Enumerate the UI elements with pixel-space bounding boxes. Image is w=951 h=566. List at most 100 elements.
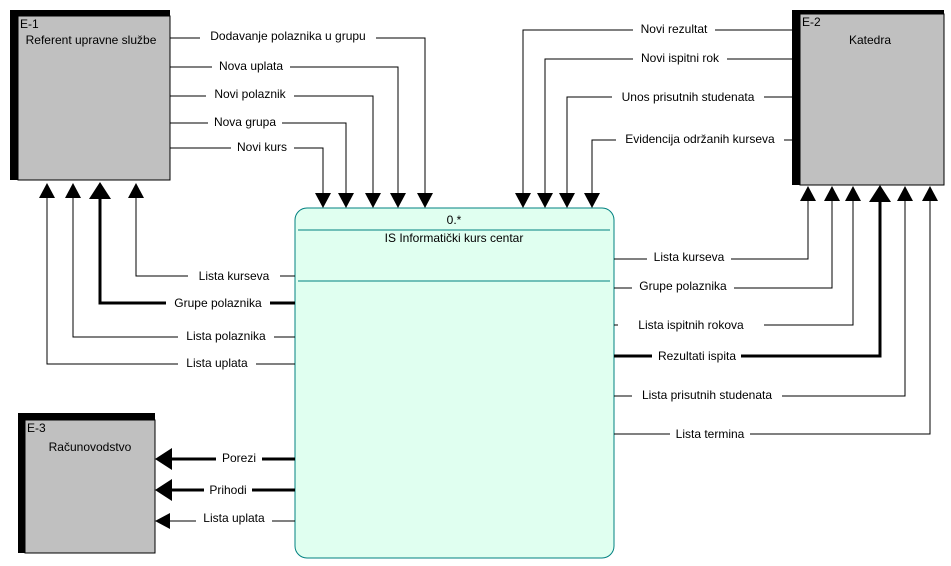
- flow-e2-out-3[interactable]: Rezultati ispita: [614, 185, 891, 363]
- flow-arrowhead: [128, 183, 144, 198]
- flow-arrowhead: [824, 186, 840, 201]
- flow-arrowhead: [800, 186, 816, 201]
- flow-e1-out-0[interactable]: Lista kurseva: [128, 183, 295, 283]
- flow-arrowhead: [65, 183, 81, 198]
- entity-e3-name: Računovodstvo: [49, 440, 132, 454]
- entity-e2[interactable]: E-2 Katedra: [792, 10, 945, 186]
- flow-label: Novi polaznik: [214, 87, 286, 101]
- process-name: IS Informatički kurs centar: [385, 231, 524, 245]
- flow-e1-in-3[interactable]: Nova grupa: [170, 115, 354, 208]
- flow-arrowhead: [897, 186, 913, 201]
- flow-line: [741, 198, 882, 358]
- flow-e2-out-4[interactable]: Lista prisutnih studenata: [614, 186, 913, 402]
- flow-line: [290, 66, 399, 198]
- flow-e2-out-1[interactable]: Grupe polaznika: [614, 186, 840, 293]
- flow-e2-in-0[interactable]: Novi rezultat: [515, 22, 792, 208]
- flow-e1-in-2[interactable]: Novi polaznik: [170, 87, 381, 208]
- flow-label: Novi kurs: [237, 140, 287, 154]
- flow-label: Prihodi: [209, 483, 246, 497]
- flow-label: Nova uplata: [219, 59, 283, 73]
- flow-e1-in-1[interactable]: Nova uplata: [170, 59, 406, 208]
- flow-e2-out-0[interactable]: Lista kurseva: [614, 186, 816, 264]
- flow-arrowhead: [155, 513, 170, 529]
- flow-e2-out-2[interactable]: Lista ispitnih rokova: [614, 186, 861, 332]
- flow-label: Novi ispitni rok: [641, 51, 720, 65]
- flow-label: Lista uplata: [186, 356, 248, 370]
- flow-label: Unos prisutnih studenata: [622, 90, 755, 104]
- flow-label: Lista polaznika: [186, 329, 266, 343]
- flow-label: Dodavanje polaznika u grupu: [210, 29, 365, 43]
- flow-line: [98, 195, 166, 305]
- flow-label: Lista prisutnih studenata: [642, 388, 772, 402]
- flow-label: Lista ispitnih rokova: [638, 318, 744, 332]
- entity-e3-id: E-3: [27, 421, 46, 435]
- flow-arrowhead: [845, 186, 861, 201]
- flow-line: [591, 139, 616, 198]
- flow-line: [376, 37, 426, 198]
- flow-line: [72, 195, 178, 338]
- flow-label: Lista kurseva: [654, 250, 725, 264]
- flow-arrowhead: [922, 186, 938, 201]
- flow-arrowhead: [155, 479, 172, 501]
- flow-line: [782, 198, 906, 397]
- flow-line: [46, 195, 178, 365]
- flow-line: [764, 198, 854, 326]
- process-box: [294, 207, 615, 559]
- flow-arrowhead: [338, 193, 354, 208]
- flow-e2-out-5[interactable]: Lista termina: [614, 186, 938, 441]
- flow-arrowhead: [869, 185, 891, 202]
- entity-e1-id: E-1: [20, 17, 39, 31]
- flow-line: [566, 96, 612, 198]
- flow-e3-out-0[interactable]: Porezi: [155, 448, 295, 470]
- flow-arrowhead: [155, 448, 172, 470]
- flow-e1-out-1[interactable]: Grupe polaznika: [89, 182, 295, 310]
- flow-arrowhead: [89, 182, 111, 199]
- flow-line: [750, 198, 931, 435]
- flow-arrowhead: [365, 193, 381, 208]
- flow-e3-out-1[interactable]: Prihodi: [155, 479, 295, 501]
- flow-arrowhead: [559, 193, 575, 208]
- flow-e2-in-1[interactable]: Novi ispitni rok: [537, 51, 792, 208]
- flow-line: [294, 95, 374, 198]
- flow-label: Lista kurseva: [199, 269, 270, 283]
- flow-line: [734, 198, 833, 289]
- flow-label: Grupe polaznika: [639, 279, 727, 293]
- entity-e1[interactable]: E-1 Referent upravne službe: [10, 10, 171, 181]
- flow-e1-out-2[interactable]: Lista polaznika: [65, 183, 295, 343]
- flow-e2-in-3[interactable]: Evidencija održanih kurseva: [584, 132, 792, 208]
- flow-e1-out-3[interactable]: Lista uplata: [39, 183, 295, 370]
- flow-label: Evidencija održanih kurseva: [625, 132, 775, 146]
- flow-line: [294, 147, 324, 198]
- flow-line: [282, 122, 347, 198]
- flow-label: Porezi: [222, 451, 256, 465]
- flow-line: [135, 195, 188, 277]
- flow-label: Lista termina: [676, 427, 745, 441]
- flow-line: [522, 29, 633, 198]
- flow-e3-out-2[interactable]: Lista uplata: [155, 511, 295, 529]
- flow-e2-in-2[interactable]: Unos prisutnih studenata: [559, 90, 792, 208]
- flow-line: [731, 198, 809, 260]
- flow-e1-in-0[interactable]: Dodavanje polaznika u grupu: [170, 29, 433, 208]
- flow-arrowhead: [584, 193, 600, 208]
- entity-e3-box: [24, 419, 156, 554]
- process-number: 0.*: [447, 213, 462, 227]
- flow-arrowhead: [537, 193, 553, 208]
- entity-e2-name: Katedra: [849, 33, 891, 47]
- entity-e3[interactable]: E-3 Računovodstvo: [18, 413, 156, 554]
- flow-line: [544, 58, 633, 198]
- flow-label: Lista uplata: [203, 511, 265, 525]
- flow-label: Novi rezultat: [641, 22, 708, 36]
- flow-arrowhead: [515, 193, 531, 208]
- entity-e1-box: [17, 15, 171, 181]
- entity-e2-box: [799, 13, 945, 186]
- flow-arrowhead: [390, 193, 406, 208]
- flow-arrowhead: [315, 193, 331, 208]
- flow-label: Grupe polaznika: [174, 296, 262, 310]
- flow-label: Rezultati ispita: [658, 349, 736, 363]
- flow-arrowhead: [39, 183, 55, 198]
- flow-e1-in-4[interactable]: Novi kurs: [170, 140, 331, 208]
- entity-e2-id: E-2: [802, 15, 821, 29]
- process-0[interactable]: 0.* IS Informatički kurs centar: [294, 207, 615, 559]
- entity-e1-name: Referent upravne službe: [26, 33, 157, 47]
